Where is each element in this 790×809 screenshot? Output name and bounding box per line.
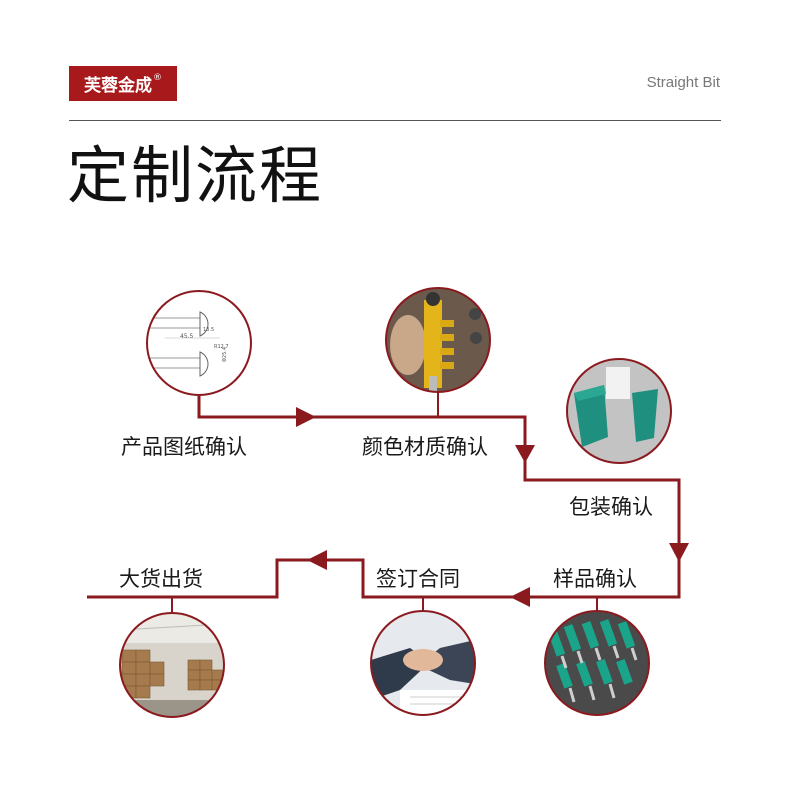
header-divider: [69, 120, 721, 121]
sample-bits-icon: [544, 610, 650, 716]
brand-logo: 芙蓉金成®: [69, 66, 177, 101]
dimension-label: 13.5: [203, 327, 214, 333]
page-title: 定制流程: [67, 139, 324, 212]
product-name: Straight Bit: [646, 74, 720, 91]
arrow-left-icon: [510, 587, 530, 607]
step-label: 产品图纸确认: [121, 435, 247, 459]
warehouse-icon: [119, 612, 225, 718]
handshake-icon: [370, 610, 476, 716]
brand-name: 芙蓉金成: [84, 76, 152, 96]
step-label: 签订合同: [376, 567, 460, 591]
step-label: 包装确认: [569, 495, 653, 519]
step-label: 大货出货: [119, 567, 203, 591]
arrow-down-icon: [669, 543, 689, 562]
drawing-icon: 45.5 13.5 R12.7 Φ25.4: [146, 290, 252, 396]
flow-line: [87, 392, 689, 613]
package-box-icon: [566, 358, 672, 464]
arrow-down-icon: [515, 445, 535, 463]
dimension-label: 45.5: [180, 333, 194, 340]
colored-bit-icon: [385, 287, 491, 393]
dimension-label: R12.7: [214, 344, 229, 350]
arrow-right-icon: [296, 407, 316, 427]
dimension-label: Φ25.4: [222, 347, 228, 362]
step-label: 样品确认: [553, 567, 637, 591]
registered-mark: ®: [153, 72, 162, 83]
step-label: 颜色材质确认: [362, 435, 488, 459]
arrow-left-icon: [307, 550, 327, 570]
